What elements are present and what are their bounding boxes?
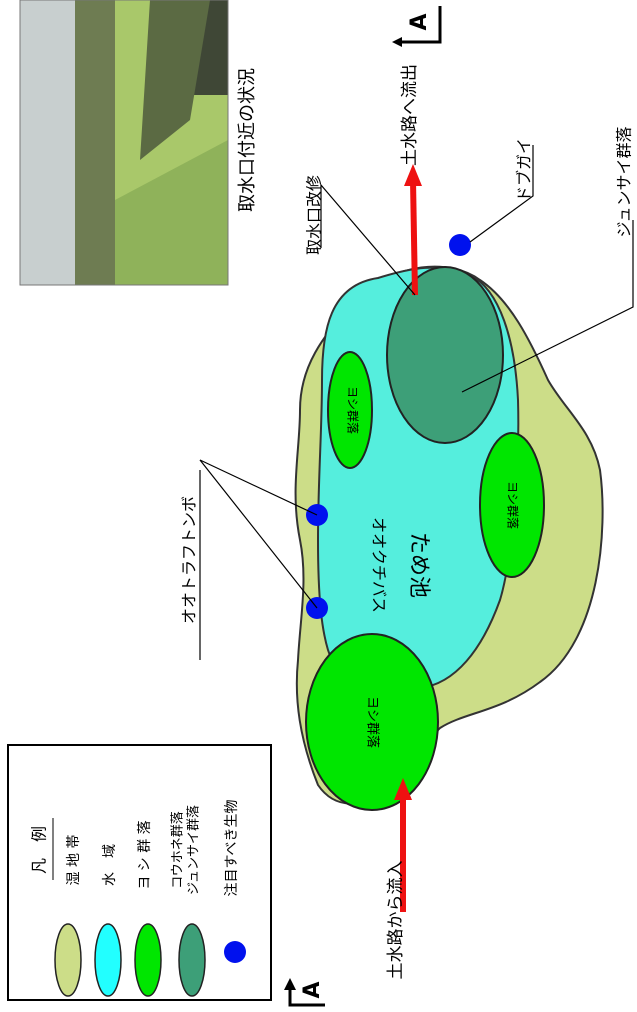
- section-marker-bottom-letter: A: [300, 981, 325, 998]
- annotation-dragonfly: オオトラフトンボ: [180, 496, 199, 624]
- junsai-community: [386, 266, 504, 444]
- pond-name-label: ため池: [406, 532, 431, 598]
- legend-title: 凡 例: [30, 826, 49, 874]
- legend-swatch-notable: [224, 941, 246, 963]
- pond-species-label: オオクチバス: [370, 517, 389, 613]
- intake-photo: [19, 0, 229, 286]
- annotation-junsai: ジュンサイ群落: [615, 127, 634, 238]
- section-marker-top: A: [392, 6, 442, 47]
- reed-community-right: [479, 432, 545, 578]
- reed-community-small: [327, 351, 373, 469]
- section-marker-bottom: A: [284, 978, 325, 1007]
- reed-community-large: [305, 633, 439, 811]
- notable-species-marker-dobugai: [449, 234, 471, 256]
- inflow-arrow-head: [394, 778, 412, 800]
- legend-swatch-junsai: [178, 923, 206, 997]
- legend-label-kouhone: コウホネ群落: [171, 811, 186, 888]
- annotation-outflow: 土水路へ流出: [400, 64, 420, 166]
- legend-swatch-wetland: [54, 923, 82, 997]
- legend-swatch-water: [94, 923, 122, 997]
- leader-junsai: [461, 220, 634, 393]
- annotation-dobugai: ドブガイ: [515, 138, 534, 202]
- photo-caption: 取水口付近の状況: [237, 68, 258, 212]
- leader-dobugai: [469, 145, 534, 243]
- section-marker-top-letter: A: [407, 13, 432, 30]
- legend-label-water: 水 域: [102, 844, 118, 886]
- legend-label-notable: 注目すべき生物: [224, 799, 240, 896]
- annotation-inflow: 土水路から流入: [386, 861, 406, 980]
- outflow-arrow-shaft: [410, 179, 418, 296]
- legend-label-junsai: ジュンサイ群落: [187, 805, 202, 895]
- annotation-intake-repair: 取水口改修: [305, 175, 324, 255]
- reed-label-right: ヨシ群落: [506, 481, 520, 529]
- outflow-arrow-head: [404, 164, 422, 186]
- legend-swatch-reed: [134, 923, 162, 997]
- leader-dragonfly-b: [199, 459, 318, 609]
- leader-intake-repair: [320, 183, 416, 296]
- legend-label-reed: ヨ シ 群 落: [137, 820, 153, 889]
- legend-label-wetland: 湿 地 帯: [66, 835, 82, 886]
- legend: 凡 例 湿 地 帯 水 域 ヨ シ 群 落 コウホネ群落 ジュンサイ群落 注目す…: [7, 744, 272, 1001]
- reed-label-small: ヨシ群落: [346, 386, 360, 434]
- leader-dragonfly-a: [199, 459, 318, 516]
- reed-label-large: ヨシ群落: [365, 696, 380, 748]
